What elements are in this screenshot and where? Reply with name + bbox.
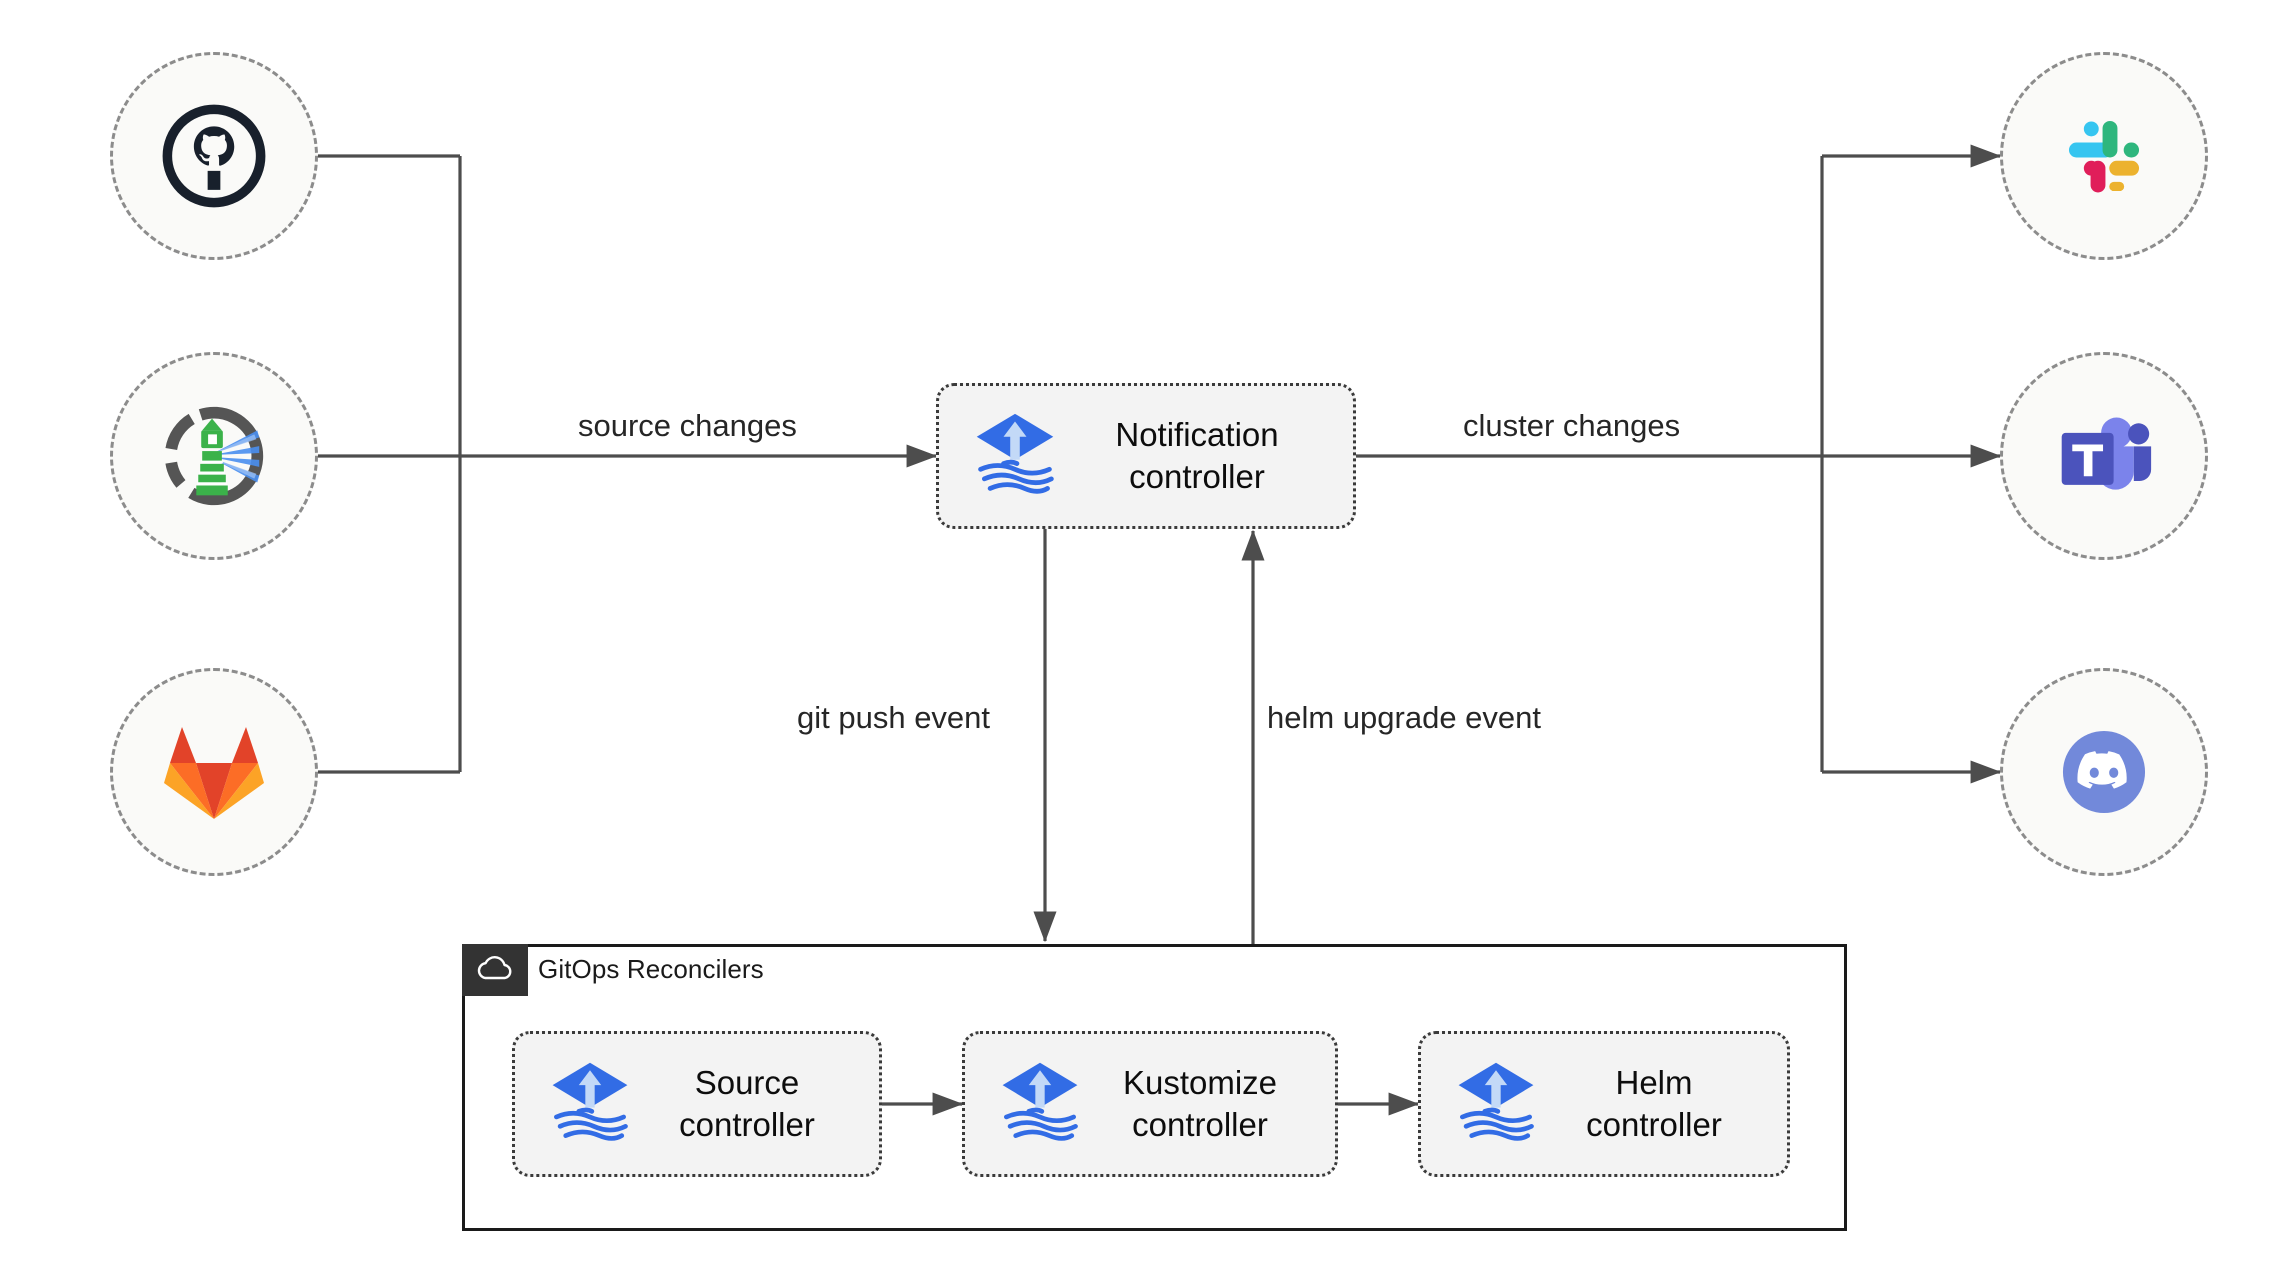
- flux-logo-icon: [1453, 1057, 1539, 1152]
- flux-logo-icon: [547, 1057, 633, 1152]
- edge-label-git-push-event: git push event: [797, 700, 991, 735]
- source-node-flux-source[interactable]: [110, 352, 318, 560]
- gitops-reconcilers-group: [462, 944, 1847, 1231]
- kustomize-controller-box[interactable]: Kustomize controller: [962, 1031, 1338, 1177]
- github-icon: [161, 103, 267, 209]
- edge-label-helm-upgrade-event: helm upgrade event: [1267, 700, 1542, 735]
- flux-logo-icon: [971, 408, 1059, 505]
- helm-controller-label: Helm controller: [1586, 1063, 1722, 1143]
- flux-logo-icon: [997, 1057, 1083, 1152]
- microsoft-teams-icon: [2054, 411, 2154, 501]
- helm-controller-box[interactable]: Helm controller: [1418, 1031, 1790, 1177]
- notification-controller-box[interactable]: Notification controller: [936, 383, 1356, 529]
- flux-lighthouse-icon: [155, 397, 273, 515]
- slack-icon: [2056, 108, 2152, 204]
- cloud-icon: [462, 944, 528, 996]
- gitops-group-title: GitOps Reconcilers: [538, 954, 764, 984]
- source-node-github[interactable]: [110, 52, 318, 260]
- edge-label-source-changes: source changes: [578, 408, 797, 443]
- gitlab-icon: [162, 722, 266, 822]
- source-controller-label: Source controller: [679, 1063, 815, 1143]
- discord-icon: [2050, 718, 2158, 826]
- kustomize-controller-label: Kustomize controller: [1122, 1063, 1278, 1143]
- destination-node-slack[interactable]: [2000, 52, 2208, 260]
- edge-label-cluster-changes: cluster changes: [1463, 408, 1681, 443]
- source-controller-box[interactable]: Source controller: [512, 1031, 882, 1177]
- notification-controller-label: Notification controller: [1115, 415, 1279, 495]
- destination-node-teams[interactable]: [2000, 352, 2208, 560]
- source-node-gitlab[interactable]: [110, 668, 318, 876]
- destination-node-discord[interactable]: [2000, 668, 2208, 876]
